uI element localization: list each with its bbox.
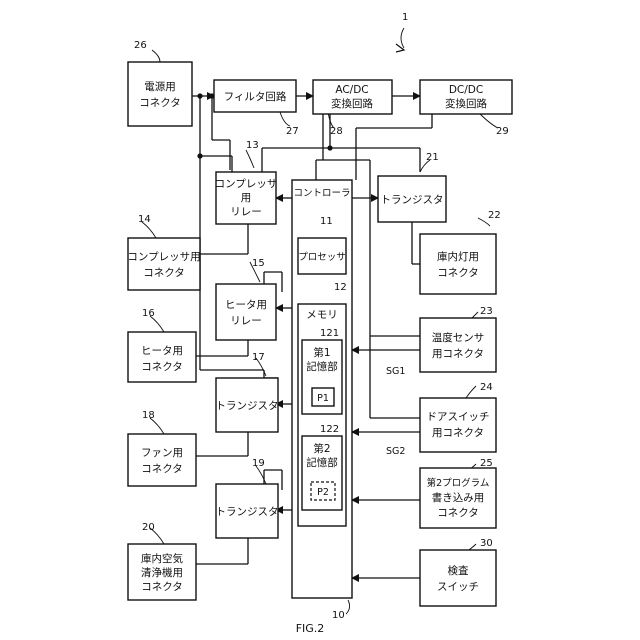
- ref-30: 30: [480, 538, 493, 549]
- heater-relay-label-1: ヒータ用: [225, 299, 267, 311]
- inspection-switch-label-2: スイッチ: [437, 581, 479, 593]
- temperature-sensor-connector-block: [420, 318, 496, 372]
- heater-connector-label-2: コネクタ: [141, 361, 183, 373]
- figure-caption: FIG.2: [296, 622, 325, 635]
- ref-1: 1: [402, 12, 408, 23]
- power-connector-block: [128, 62, 192, 126]
- storage-1-label-2: 記憶部: [306, 360, 338, 373]
- ref-17: 17: [252, 352, 265, 363]
- dcdc-label-2: 変換回路: [445, 97, 487, 110]
- ref-27: 27: [286, 126, 299, 137]
- ref-15: 15: [252, 258, 265, 269]
- ref-14: 14: [138, 214, 151, 225]
- ref-10: 10: [332, 610, 345, 621]
- program-p1-label: P1: [317, 393, 329, 404]
- ref-12: 12: [334, 282, 347, 293]
- program-write-connector-label-1: 第2プログラム: [427, 477, 490, 489]
- ref-26: 26: [134, 40, 147, 51]
- temperature-sensor-connector-label-2: 用コネクタ: [432, 348, 484, 360]
- heater-connector-block: [128, 332, 196, 382]
- ref-19: 19: [252, 458, 265, 469]
- door-switch-connector-label-1: ドアスイッチ: [427, 411, 490, 423]
- fan-connector-label-1: ファン用: [141, 447, 183, 459]
- power-connector-label-2: コネクタ: [139, 97, 181, 109]
- processor-label: プロセッサ: [298, 252, 346, 263]
- ref-23: 23: [480, 306, 493, 317]
- ref-18: 18: [142, 410, 155, 421]
- heater-relay-block: [216, 284, 276, 340]
- inspection-switch-block: [420, 550, 496, 606]
- fan-connector-block: [128, 434, 196, 486]
- program-write-connector-label-2: 書き込み用: [432, 491, 485, 504]
- temperature-sensor-connector-label-1: 温度センサ: [432, 331, 485, 344]
- ref-11: 11: [320, 216, 333, 227]
- ref-29: 29: [496, 126, 509, 137]
- ref-122: 122: [320, 424, 339, 435]
- lamp-connector-label-1: 庫内灯用: [437, 250, 479, 263]
- heater-relay-label-2: リレー: [230, 315, 262, 327]
- storage-2-label-1: 第2: [313, 442, 330, 455]
- memory-label: メモリ: [306, 309, 338, 321]
- compressor-relay-label-3: リレー: [230, 206, 262, 218]
- acdc-label-2: 変換回路: [331, 97, 373, 110]
- storage-2-label-2: 記憶部: [306, 456, 338, 469]
- air-purifier-connector-label-1: 庫内空気: [141, 552, 183, 565]
- ref-121: 121: [320, 328, 339, 339]
- signal-sg1: SG1: [386, 366, 405, 377]
- filter-label: フィルタ回路: [224, 90, 287, 103]
- fan-connector-label-2: コネクタ: [141, 463, 183, 475]
- ref-24: 24: [480, 382, 493, 393]
- transistor-19-label: トランジスタ: [216, 506, 279, 518]
- ref-13: 13: [246, 140, 259, 151]
- ref-28: 28: [330, 126, 343, 137]
- dcdc-label-1: DC/DC: [449, 84, 483, 96]
- transistor-17-label: トランジスタ: [216, 400, 279, 412]
- program-p2-label: P2: [317, 487, 329, 498]
- acdc-label-1: AC/DC: [335, 84, 368, 96]
- door-switch-connector-label-2: 用コネクタ: [432, 427, 484, 439]
- heater-connector-label-1: ヒータ用: [141, 345, 183, 357]
- inspection-switch-label-1: 検査: [448, 564, 469, 577]
- compressor-relay-label-2: 用: [241, 192, 252, 204]
- compressor-connector-block: [128, 238, 200, 290]
- ref-22: 22: [488, 210, 501, 221]
- ref-20: 20: [142, 522, 155, 533]
- transistor-21-label: トランジスタ: [381, 194, 444, 206]
- ref-25: 25: [480, 458, 493, 469]
- ref-16: 16: [142, 308, 155, 319]
- controller-label: コントローラ: [293, 188, 350, 199]
- lamp-connector-label-2: コネクタ: [437, 267, 479, 279]
- signal-sg2: SG2: [386, 446, 405, 457]
- ref-21: 21: [426, 152, 439, 163]
- compressor-connector-label-2: コネクタ: [143, 267, 185, 279]
- compressor-connector-label-1: コンプレッサ用: [127, 251, 200, 263]
- power-connector-label-1: 電源用: [144, 80, 176, 93]
- air-purifier-connector-label-3: コネクタ: [141, 581, 183, 593]
- program-write-connector-label-3: コネクタ: [437, 507, 479, 519]
- compressor-relay-label-1: コンプレッサ: [215, 178, 278, 190]
- door-switch-connector-block: [420, 398, 496, 452]
- air-purifier-connector-label-2: 清浄機用: [141, 566, 183, 579]
- storage-1-label-1: 第1: [313, 346, 330, 359]
- lamp-connector-block: [420, 234, 496, 294]
